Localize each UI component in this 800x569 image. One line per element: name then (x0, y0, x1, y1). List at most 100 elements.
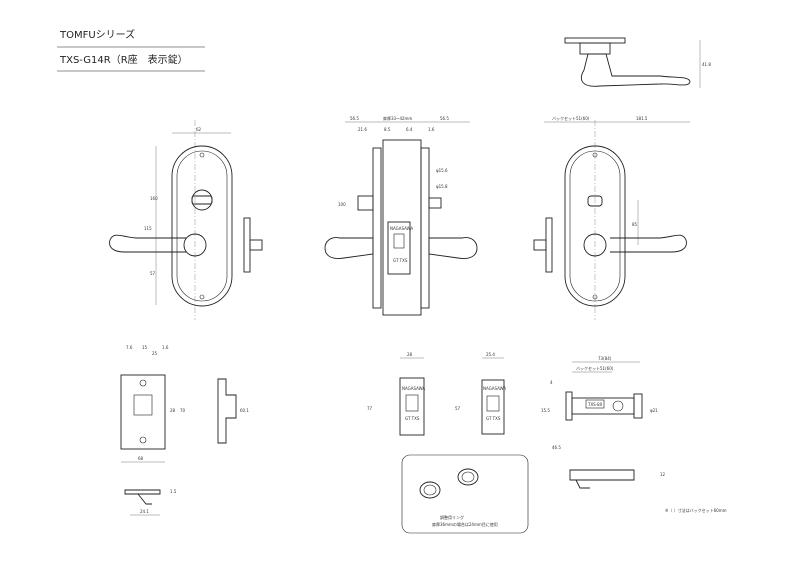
indicator-window (191, 195, 213, 205)
lever-left (324, 237, 374, 259)
faceplate (387, 221, 411, 275)
side-rose (545, 217, 553, 273)
ring-right-inner (461, 471, 475, 483)
dim-text: 160 (150, 196, 158, 201)
side-spindle (533, 239, 547, 251)
rose-plate-inner (569, 150, 621, 302)
model-title: TXS-G14R（R座 表示錠） (59, 53, 188, 66)
rose-body (579, 42, 611, 55)
ring-left-inner (423, 484, 437, 496)
dim-text: 68 (138, 456, 144, 461)
screw-icon (199, 294, 205, 300)
ring-caption: 調整用リング (440, 514, 464, 520)
latch-text: TXS-80 (587, 402, 603, 407)
lever-rose (183, 233, 207, 257)
dim-text: 70 (180, 408, 186, 413)
faceplate-b (481, 379, 505, 435)
dim-text: φ15.8 (436, 184, 448, 189)
latch-bolt (393, 233, 405, 249)
dim-text: 181.5 (636, 116, 648, 121)
ring-caption: 扉厚36mmの場合は24mm目に使用 (432, 521, 498, 527)
faceplate-text: GT TXS (486, 416, 501, 421)
strike-side (217, 378, 237, 444)
latch-faceplates: 28 77 NAGASAWA GT TXS 25.4 57 NAGASAWA G… (367, 352, 506, 436)
ring-panel (401, 454, 529, 534)
screw-icon (592, 152, 598, 158)
door-face-right (420, 147, 430, 309)
dim-text: 21.6 (358, 127, 367, 132)
strike-opening (133, 394, 153, 416)
strike-plate-views: 7.6 15 25 1.6 28 70 68 60.1 1.5 24.1 (120, 345, 249, 516)
latch-opening (405, 394, 419, 412)
dim-text: 6.4 (406, 127, 413, 132)
title-block: TOMFUシリーズ TXS-G14R（R座 表示錠） (57, 28, 205, 72)
dim-text: 1.6 (162, 345, 169, 350)
dim-text: 1.6 (428, 127, 435, 132)
latch-faceplate (565, 391, 573, 421)
dim-text: 28 (170, 408, 176, 413)
screw-icon (199, 152, 205, 158)
dim-text: バックセット51(60) (576, 365, 614, 371)
front-view: 62 160 115 57 (109, 120, 263, 320)
dim-text: 115 (144, 226, 152, 231)
lever-top-view: 41.8 (564, 37, 711, 88)
emergency-release (587, 195, 603, 207)
dim-text: 60.1 (240, 408, 249, 413)
ring-right (457, 468, 479, 486)
release-knob (428, 197, 442, 209)
screw-icon (139, 379, 147, 387)
dim-text: φ21 (650, 408, 658, 413)
ring-left (419, 481, 441, 499)
rose-flange (564, 37, 626, 44)
dim-text: 12 (660, 472, 666, 477)
note-text: ※（ ）寸法はバックセット60mm (665, 507, 727, 513)
side-rose (243, 217, 251, 273)
dim-text: 8.5 (384, 127, 391, 132)
dim-text: 56.5 (440, 116, 449, 121)
dim-text: φ15.6 (436, 168, 448, 173)
latch-case (571, 397, 635, 415)
side-spindle (249, 239, 263, 251)
screw-icon (139, 436, 147, 444)
back-view: バックセット51(60) 181.5 85 (533, 115, 690, 320)
dim-text: 85 (632, 222, 638, 227)
lever-right (428, 237, 478, 259)
latch-bottom-view (569, 469, 635, 489)
spindle-hole (612, 400, 624, 412)
series-title: TOMFUシリーズ (59, 28, 135, 41)
dim-text: 7.6 (126, 345, 133, 350)
dim-text: 56.5 (350, 116, 359, 121)
dim-text: 62 (196, 127, 202, 132)
thumbturn (357, 195, 374, 211)
dim-text: 28 (407, 352, 413, 357)
dim-text: 46.5 (552, 445, 561, 450)
adjusting-ring-box: 調整用リング 扉厚36mmの場合は24mm目に使用 (401, 454, 529, 534)
dim-text: 73(84) (598, 356, 612, 361)
screw-icon (592, 294, 598, 300)
latch-tail (633, 393, 643, 419)
lever-handle (609, 234, 687, 253)
dim-text: 4 (550, 380, 553, 385)
dim-text: 15.5 (541, 408, 550, 413)
faceplate-text: GT TXS (393, 258, 408, 263)
strike-bottom (124, 489, 161, 505)
dim-text: 25 (152, 351, 158, 356)
dim-text: 24.1 (140, 509, 149, 514)
faceplate-text: NAGASAWA (483, 386, 506, 391)
dim-text: 57 (455, 406, 461, 411)
rose-plate-inner (176, 150, 228, 302)
faceplate-a (399, 377, 425, 436)
rose-plate-outer (564, 145, 626, 307)
lever-shape (580, 53, 691, 87)
faceplate-text: NAGASAWA (390, 226, 413, 231)
dim-text: 25.4 (486, 352, 495, 357)
faceplate-text: GT TXS (405, 416, 420, 421)
door-face-left (372, 147, 382, 309)
side-view: 56.5 扉厚33~42mm 56.5 21.6 8.5 6.4 1.6 φ15… (324, 115, 478, 316)
strike-plate (120, 374, 166, 450)
lever-handle (109, 234, 187, 253)
dim-text: 扉厚33~42mm (383, 115, 412, 121)
dim-text: 77 (367, 406, 373, 411)
rose-plate-outer (171, 145, 233, 307)
